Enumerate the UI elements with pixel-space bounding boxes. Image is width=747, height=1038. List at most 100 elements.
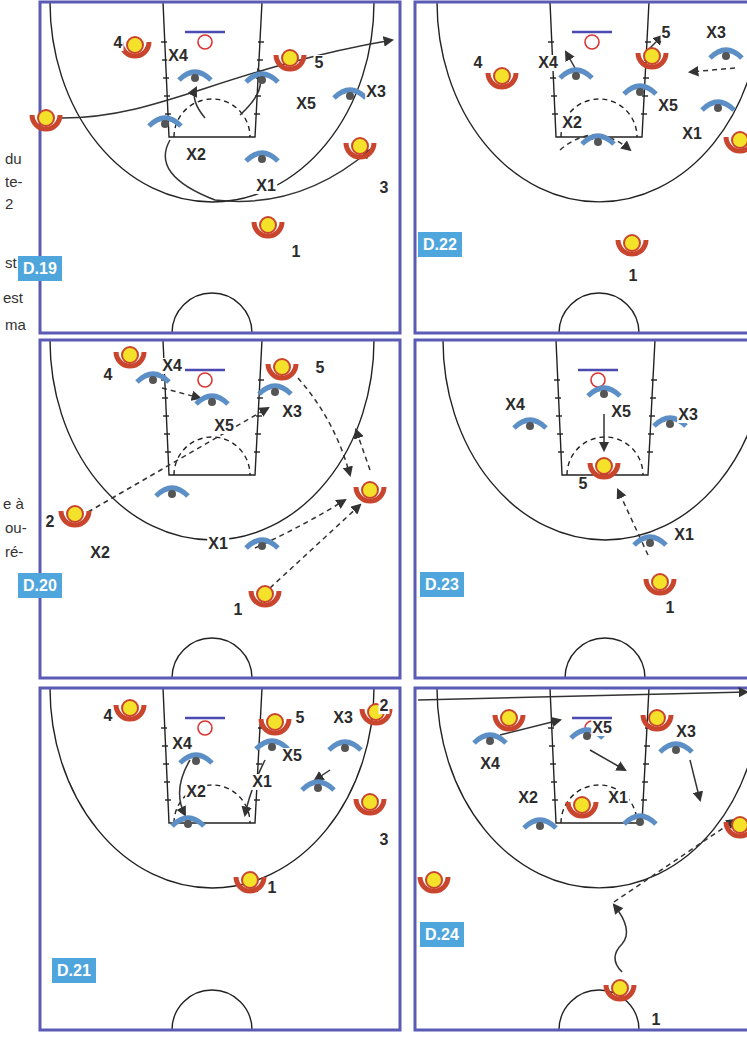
defense-player [172, 818, 204, 828]
basket [198, 721, 212, 735]
player-label: 3 [379, 832, 390, 848]
lane-tick [558, 451, 564, 452]
backboard [578, 369, 618, 372]
court [437, 2, 747, 333]
figure-tag: D.23 [420, 572, 464, 597]
player-label: X5 [591, 720, 613, 736]
movement-arrow [62, 40, 392, 118]
movement-arrow [614, 820, 735, 902]
three-point-arc [443, 340, 747, 540]
player-label: 5 [295, 710, 306, 726]
defense-player [334, 90, 366, 100]
player-label: X3 [365, 84, 387, 100]
three-point-arc [437, 688, 747, 888]
offense-player [346, 138, 374, 157]
lane-tick [548, 41, 554, 42]
movement-arrow [88, 408, 268, 512]
court [437, 688, 747, 1030]
player-label: 5 [314, 55, 325, 71]
lane-tick [254, 451, 260, 452]
panel-frame [40, 2, 400, 333]
offense-player [356, 794, 384, 813]
lane [163, 688, 262, 823]
movement-arrow [690, 760, 700, 800]
defense-player [474, 735, 506, 745]
lane [550, 688, 649, 823]
center-circle [172, 638, 252, 678]
player-label: 4 [113, 35, 124, 51]
margin-text: 2 [4, 196, 14, 211]
defense-player [302, 782, 334, 792]
player-label: X4 [171, 736, 193, 752]
player-label: X5 [213, 418, 235, 434]
center-circle [172, 990, 252, 1030]
player-label: X2 [185, 784, 207, 800]
lane-tick [647, 451, 653, 452]
defense-player [582, 136, 614, 146]
offense-player [420, 872, 448, 891]
lane-tick [643, 77, 649, 78]
lane-tick [557, 433, 563, 434]
defense-player [514, 420, 546, 430]
lane-tick [258, 41, 264, 42]
lane-tick [648, 433, 654, 434]
defense-player [149, 118, 181, 128]
lane-tick [162, 745, 168, 746]
player-label: 1 [267, 880, 278, 896]
lane-tick [642, 95, 648, 96]
court [443, 340, 747, 678]
player-label: 5 [661, 25, 672, 41]
movement-arrow [162, 388, 200, 398]
lane-tick [164, 781, 170, 782]
player-label: X2 [185, 147, 207, 163]
offense-player [488, 68, 516, 87]
lane-tick [549, 745, 555, 746]
basket [585, 35, 599, 49]
player-label: X4 [537, 55, 559, 71]
lane-tick [256, 763, 262, 764]
lane-tick [255, 433, 261, 434]
defense-player [524, 820, 556, 830]
offense-player [116, 347, 144, 366]
figure-number: D.22 [423, 236, 457, 253]
player-label: X2 [561, 115, 583, 131]
player-label: 4 [473, 55, 484, 71]
three-point-arc [50, 2, 374, 202]
panel-frame [415, 340, 747, 678]
movement-arrow [560, 135, 630, 150]
panel-frame [40, 340, 400, 678]
offense-player [116, 700, 144, 719]
figure-number: D.19 [23, 260, 57, 277]
lane-tick [552, 113, 558, 114]
offense-player [726, 817, 747, 836]
figure-number: D.21 [57, 962, 91, 979]
player-label: X1 [673, 527, 695, 543]
lane-tick [651, 379, 657, 380]
lane-tick [257, 397, 263, 398]
lane-tick [550, 77, 556, 78]
lane-tick [161, 41, 167, 42]
lane [556, 340, 655, 475]
lane-tick [641, 799, 647, 800]
backboard [185, 31, 225, 34]
offense-player [32, 110, 60, 129]
court [50, 340, 374, 678]
center-circle [172, 293, 252, 333]
lane-tick [555, 397, 561, 398]
figure-tag: D.22 [418, 232, 462, 257]
defense-player [246, 540, 278, 550]
player-label: X1 [681, 126, 703, 142]
lane-tick [256, 415, 262, 416]
lane-tick [548, 727, 554, 728]
offense-player [606, 980, 634, 999]
player-label: 4 [103, 708, 114, 724]
lane-tick [644, 745, 650, 746]
player-label: 1 [651, 1012, 662, 1028]
offense-player [268, 359, 296, 378]
lane-tick [254, 799, 260, 800]
offense-player [261, 714, 289, 733]
player-label: X4 [479, 756, 501, 772]
movement-arrow [614, 905, 627, 972]
lane-tick [257, 59, 263, 60]
